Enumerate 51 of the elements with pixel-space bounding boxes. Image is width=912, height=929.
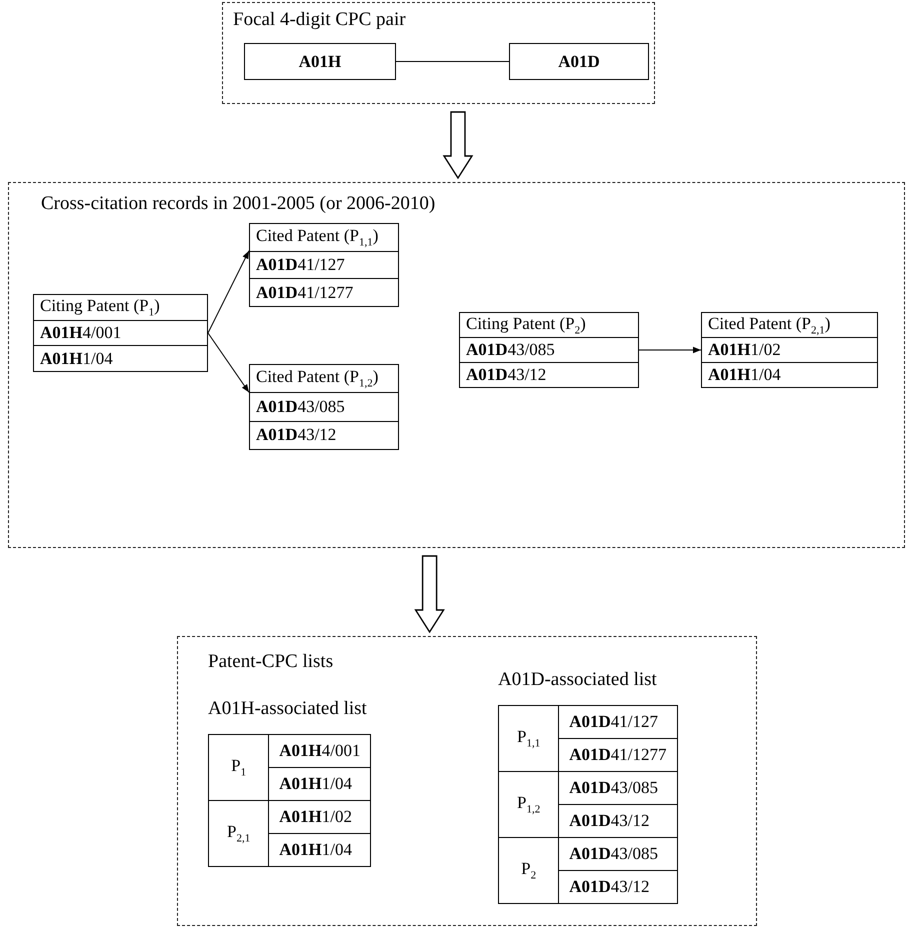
record-table — [33, 294, 208, 372]
cpc-code: A01H1/02 — [268, 800, 371, 834]
cpc-code: A01D41/127 — [558, 706, 678, 738]
cpc-code: A01D43/085 — [558, 772, 678, 804]
group-frame — [222, 2, 655, 104]
patent-label: P$_{2}$ — [498, 838, 559, 904]
cpc-code: A01D43/085 — [250, 392, 398, 421]
cpc-code: A01D41/1277 — [250, 278, 398, 306]
cpc-code: A01D43/12 — [558, 870, 678, 904]
table-header: Cited Patent (P$_{1,2}$) — [255, 366, 380, 392]
class-code-box: A01H — [244, 43, 396, 80]
cpc-code: A01D43/085 — [460, 337, 638, 362]
table-header: Citing Patent (P$_{1}$) — [39, 295, 161, 320]
cpc-code: A01H1/04 — [268, 768, 371, 800]
patent-label: P$_{1,2}$ — [498, 772, 559, 838]
arrow — [638, 346, 702, 354]
cpc-code: A01D41/1277 — [558, 738, 678, 772]
cpc-code: A01H1/02 — [702, 337, 877, 362]
list-title: A01H-associated list — [208, 698, 367, 720]
record-table — [249, 364, 399, 450]
table-header: Cited Patent (P$_{1,1}$) — [255, 225, 380, 251]
patent-label: P$_{1,1}$ — [498, 706, 559, 772]
cpc-code: A01D43/12 — [558, 804, 678, 838]
connector-line — [396, 61, 510, 62]
class-code-box: A01D — [509, 43, 649, 80]
cpc-code: A01H4/001 — [268, 734, 371, 768]
cpc-code: A01H1/04 — [34, 345, 207, 372]
group-frame — [8, 182, 905, 548]
cpc-code: A01D43/12 — [250, 420, 398, 449]
arrow — [208, 250, 250, 334]
cpc-code: A01D43/085 — [558, 838, 678, 870]
cpc-code: A01H4/001 — [34, 320, 207, 346]
patent-label: P$_{1}$ — [208, 734, 269, 800]
cpc-code: A01H1/04 — [268, 834, 371, 866]
list-title: A01D-associated list — [498, 669, 657, 691]
record-table — [459, 312, 639, 388]
group-frame — [177, 636, 757, 926]
record-table — [701, 312, 878, 388]
group-title: Patent-CPC lists — [208, 651, 334, 673]
table-header: Citing Patent (P$_{2}$) — [465, 313, 587, 337]
cpc-code: A01D41/127 — [250, 250, 398, 278]
patent-label: P$_{2,1}$ — [208, 800, 269, 866]
group-title: Focal 4-digit CPC pair — [233, 9, 406, 31]
cpc-code: A01D43/12 — [460, 362, 638, 387]
arrow — [208, 332, 250, 393]
block-arrow — [442, 111, 474, 180]
cpc-code: A01H1/04 — [702, 362, 877, 387]
block-arrow — [414, 555, 445, 634]
table-header: Cited Patent (P$_{2,1}$) — [707, 313, 832, 337]
record-table — [249, 223, 399, 307]
group-title: Cross-citation records in 2001-2005 (or 2006-2010) — [41, 193, 436, 215]
